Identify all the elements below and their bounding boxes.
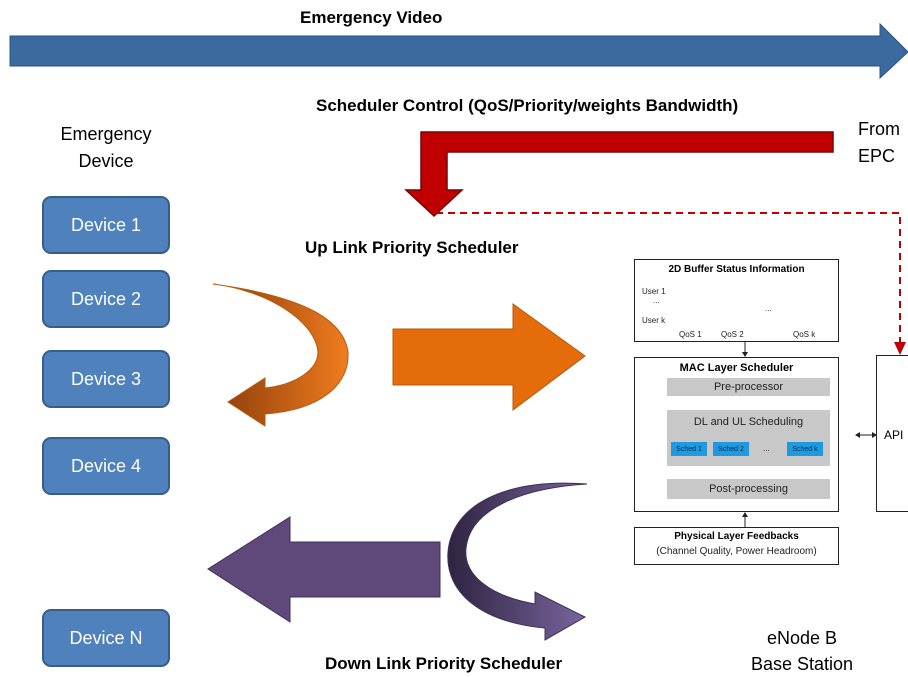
sched-2: Sched 2 bbox=[713, 442, 749, 456]
emergency-device-label: Emergency Device bbox=[42, 121, 170, 175]
buffer-userk: User k bbox=[642, 316, 666, 325]
device-2[interactable]: Device 2 bbox=[42, 270, 170, 328]
api-dashed-arrowhead bbox=[894, 342, 906, 355]
api-dashed-line bbox=[436, 212, 901, 345]
emergency-device-line-1: Emergency bbox=[60, 124, 152, 144]
device-4[interactable]: Device 4 bbox=[42, 437, 170, 495]
device-3[interactable]: Device 3 bbox=[42, 350, 170, 408]
from-epc-label: From EPC bbox=[858, 116, 900, 170]
phy-to-mac-arrowhead bbox=[742, 512, 748, 517]
device-n[interactable]: Device N bbox=[42, 609, 170, 667]
scheduler-control-label: Scheduler Control (QoS/Priority/weights … bbox=[316, 96, 739, 115]
buffer-mid-dots: ... bbox=[765, 304, 772, 313]
api-label: API bbox=[884, 428, 904, 442]
sched-dots: ... bbox=[763, 444, 770, 453]
phy-feedbacks-box: Physical Layer Feedbacks (Channel Qualit… bbox=[634, 527, 839, 565]
scheduler-control-arrow bbox=[404, 131, 834, 218]
dl-ul-scheduling-label: DL and UL Scheduling bbox=[693, 416, 804, 428]
pre-processor: Pre-processor bbox=[667, 378, 830, 396]
buffer-qos1: QoS 1 bbox=[679, 330, 702, 339]
sched-k: Sched k bbox=[787, 442, 823, 456]
uplink-curved-arrow bbox=[212, 283, 349, 427]
downlink-curved-arrow bbox=[447, 482, 588, 641]
uplink-straight-arrow bbox=[392, 303, 586, 411]
enodeb-line-1: eNode B bbox=[766, 628, 838, 648]
phy-feedbacks-title: Physical Layer Feedbacks bbox=[674, 531, 799, 542]
uplink-scheduler-label: Up Link Priority Scheduler bbox=[305, 238, 519, 257]
enodeb-label: eNode B Base Station bbox=[738, 625, 866, 677]
mac-scheduler-box: MAC Layer Scheduler Pre-processor DL and… bbox=[634, 357, 839, 512]
mac-scheduler-title: MAC Layer Scheduler bbox=[679, 362, 794, 374]
api-box: API bbox=[876, 355, 908, 512]
enodeb-line-2: Base Station bbox=[750, 654, 854, 674]
buffer-user-dots: ... bbox=[653, 296, 660, 305]
mac-api-arrowhead-right bbox=[872, 432, 877, 438]
buffer-user1: User 1 bbox=[642, 287, 666, 296]
emergency-device-line-2: Device bbox=[78, 151, 134, 171]
emergency-video-arrow bbox=[9, 22, 908, 80]
downlink-scheduler-label: Down Link Priority Scheduler bbox=[325, 654, 563, 673]
buffer-to-mac-arrowhead bbox=[742, 352, 748, 357]
phy-feedbacks-subtitle: (Channel Quality, Power Headroom) bbox=[656, 546, 817, 557]
buffer-qosk: QoS k bbox=[793, 330, 816, 339]
mac-api-arrowhead-left bbox=[855, 432, 860, 438]
device-1[interactable]: Device 1 bbox=[42, 196, 170, 254]
emergency-video-label: Emergency Video bbox=[300, 8, 443, 27]
buffer-status-box: 2D Buffer Status Information User 1 ... … bbox=[634, 259, 839, 342]
from-epc-line-2: EPC bbox=[858, 146, 896, 166]
post-processing: Post-processing bbox=[667, 479, 830, 499]
from-epc-line-1: From bbox=[858, 119, 900, 139]
downlink-straight-arrow bbox=[207, 516, 441, 623]
dl-ul-scheduling: DL and UL Scheduling bbox=[667, 410, 830, 466]
buffer-qos2: QoS 2 bbox=[721, 330, 744, 339]
sched-1: Sched 1 bbox=[671, 442, 707, 456]
buffer-status-title: 2D Buffer Status Information bbox=[668, 264, 805, 275]
